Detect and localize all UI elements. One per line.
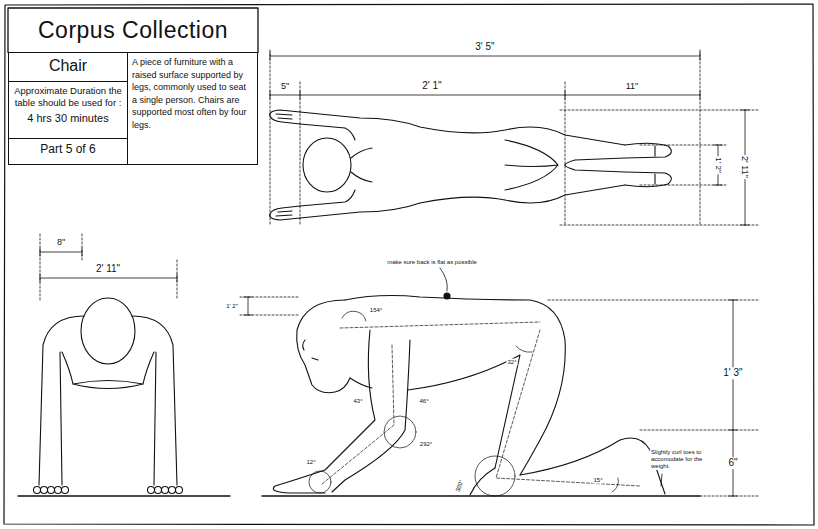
arm-front [273, 330, 375, 493]
angle-label: 292° [419, 441, 433, 448]
leader-line [661, 474, 662, 486]
toe-line [654, 146, 655, 184]
head [81, 298, 135, 364]
angle-arc [342, 311, 366, 321]
finger [34, 487, 41, 494]
cell-value: 4 hrs 30 minutes [13, 110, 123, 127]
dimension-line [714, 145, 722, 185]
extension-line [40, 234, 177, 300]
top-view-figure [270, 110, 672, 220]
belly-outline [350, 355, 520, 468]
dimension-line [270, 52, 700, 60]
dimension-line [270, 91, 700, 99]
side-dimensions [240, 268, 760, 496]
note: Slightly curl toes to accomodate for the… [650, 449, 714, 470]
angle-arc [612, 478, 618, 492]
note: make sure back is flat as possible [386, 259, 478, 266]
neck-line [351, 148, 372, 182]
extension-line [240, 297, 760, 496]
dimension-line [40, 274, 177, 282]
angle-label: 12° [305, 459, 316, 466]
angle-arc [516, 346, 532, 352]
cell-text: A piece of furniture with a raised surfa… [132, 56, 253, 132]
dimension-label: 2' 1" [421, 80, 442, 92]
ground-line [262, 495, 700, 496]
table-cell: A piece of furniture with a raised surfa… [127, 52, 258, 165]
hand [270, 110, 300, 124]
dimension-label: 6" [727, 457, 738, 469]
head [303, 138, 351, 192]
ground-line [18, 495, 230, 496]
dimension-label: 2' 11" [740, 155, 750, 179]
cell-text: Part 5 of 6 [13, 142, 123, 157]
title: Corpus Collection [38, 17, 228, 44]
dimension-label: 11" [625, 81, 640, 91]
angle-circle [384, 416, 416, 448]
front-view-figure [18, 298, 230, 496]
finger [155, 487, 162, 494]
angle-label: 43° [352, 398, 363, 405]
dimension-line [729, 300, 737, 430]
angle-arcs [309, 311, 618, 496]
table-cell: Chair [8, 52, 128, 82]
dimension-label: 1' 2" [713, 156, 722, 174]
leader-line [440, 268, 447, 291]
table-cell: Part 5 of 6 [8, 138, 128, 165]
arm-line [300, 124, 355, 206]
angle-label: 300° [454, 478, 465, 494]
title-row [8, 8, 258, 53]
cell-text: Chair [13, 56, 123, 76]
finger [48, 487, 55, 494]
finger [55, 487, 62, 494]
arm [39, 316, 84, 485]
dimension-line [40, 248, 82, 256]
sheet-border [4, 4, 814, 525]
finger [41, 487, 48, 494]
hand [270, 206, 300, 220]
finger [169, 487, 176, 494]
face [303, 340, 318, 360]
dimension-label: 8" [56, 237, 66, 247]
dimension-label: 5" [280, 81, 290, 91]
finger [148, 487, 155, 494]
arm [132, 316, 177, 485]
finger [176, 487, 183, 494]
angle-circle [309, 471, 331, 493]
body-outline [300, 112, 625, 145]
extension-line [560, 110, 760, 225]
dimension-line [244, 297, 252, 315]
dimension-label: 2' 11" [95, 263, 121, 275]
angle-label: 15° [592, 477, 603, 484]
dimension-label: 1' 3" [722, 367, 743, 379]
angle-label: 32° [506, 359, 517, 366]
head [297, 300, 350, 393]
table-cell: Approximate Duration the table should be… [8, 81, 128, 139]
finger [162, 487, 169, 494]
artwork [4, 4, 814, 525]
body-outline [300, 185, 625, 218]
angle-label: 46° [418, 398, 429, 405]
torso-line [62, 352, 154, 384]
finger [62, 487, 69, 494]
side-view-figure [262, 293, 700, 496]
extension-line [270, 50, 700, 226]
buttocks [505, 140, 558, 190]
top-dimensions [270, 50, 760, 226]
front-dimensions [40, 234, 177, 300]
waist [73, 381, 143, 389]
dimension-label: 1' 2" [225, 303, 239, 310]
angle-label: 154° [369, 307, 383, 314]
marker-dot [444, 293, 450, 299]
dimension-label: 3' 5" [474, 41, 495, 53]
angle-circle [475, 456, 515, 496]
cell-text: Approximate Duration the table should be… [13, 85, 123, 110]
